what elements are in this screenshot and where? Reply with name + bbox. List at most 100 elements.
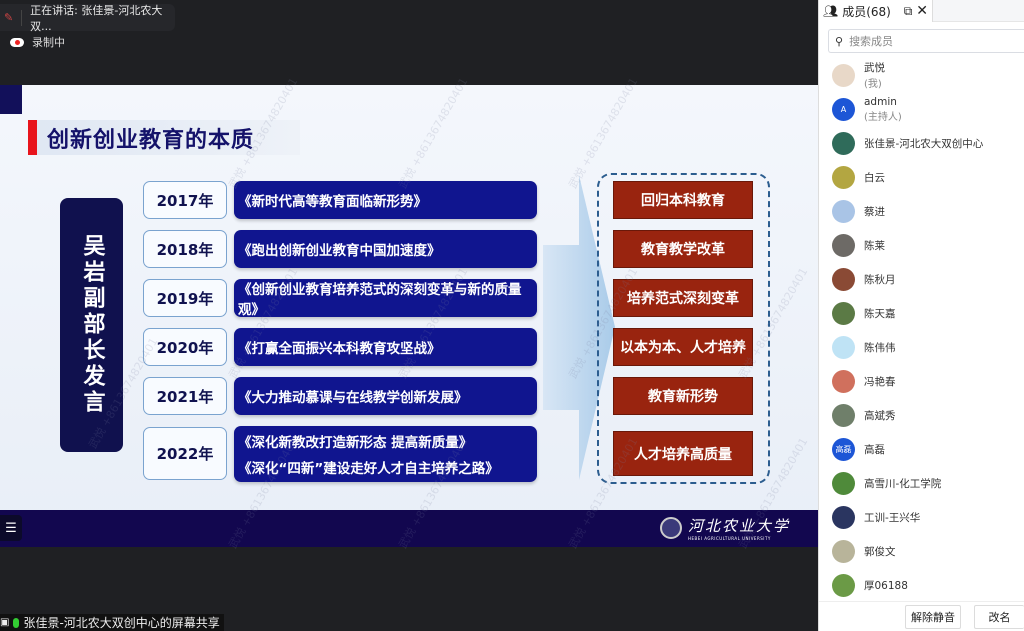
close-icon[interactable]: ✕ bbox=[916, 3, 928, 19]
member-name: 高斌秀 bbox=[864, 409, 896, 422]
essence-group bbox=[597, 173, 770, 484]
year-label: 2021年 bbox=[143, 377, 227, 415]
recording-label: 录制中 bbox=[32, 36, 65, 49]
member-item[interactable]: 陈伟伟 bbox=[819, 330, 1024, 364]
member-name: 张佳景-河北农大双创中心 bbox=[864, 137, 984, 150]
member-item[interactable]: 高雪川-化工学院 bbox=[819, 466, 1024, 500]
member-name: 武悦 bbox=[864, 62, 885, 74]
avatar bbox=[832, 301, 855, 325]
avatar bbox=[832, 369, 855, 393]
avatar bbox=[832, 403, 855, 427]
member-item[interactable]: 厚06188 bbox=[819, 568, 1024, 602]
university-seal-icon bbox=[659, 517, 682, 539]
member-item[interactable]: 蔡进 bbox=[819, 194, 1024, 228]
speaker-box: 吴岩副部长发言 bbox=[60, 198, 123, 452]
mic-icon bbox=[13, 617, 20, 628]
member-item[interactable]: 陈秋月 bbox=[819, 262, 1024, 296]
member-item[interactable]: 工训-王兴华 bbox=[819, 500, 1024, 534]
speech-title: 《大力推动慕课与在线教学创新发展》 bbox=[238, 390, 468, 406]
speech-title: 《打赢全面振兴本科教育攻坚战》 bbox=[238, 341, 441, 357]
member-item[interactable]: 陈莱 bbox=[819, 228, 1024, 262]
speech-title-box: 《跑出创新创业教育中国加速度》 bbox=[234, 230, 537, 268]
member-name: 陈莱 bbox=[864, 239, 885, 252]
speech-title-box: 《大力推动慕课与在线教学创新发展》 bbox=[234, 377, 537, 415]
essence-item: 培养范式深刻变革 bbox=[613, 279, 753, 317]
popout-icon[interactable]: ⧉ bbox=[903, 3, 913, 18]
member-name: 陈天嘉 bbox=[864, 307, 896, 320]
watermark: 武悦 +8613674820401 bbox=[396, 75, 471, 191]
essence-item: 人才培养高质量 bbox=[613, 431, 753, 476]
avatar bbox=[832, 539, 855, 563]
speech-title-box: 《深化新教改打造新形态 提高新质量》《深化“四新”建设走好人才自主培养之路》 bbox=[234, 426, 537, 482]
member-item[interactable]: 陈天嘉 bbox=[819, 296, 1024, 330]
speech-title-box: 《打赢全面振兴本科教育攻坚战》 bbox=[234, 328, 537, 366]
member-name: 冯艳春 bbox=[864, 375, 896, 388]
member-item[interactable]: 武悦 (我) bbox=[819, 58, 1024, 92]
member-search-input[interactable]: ⚲ 搜索成员 bbox=[828, 29, 1024, 53]
avatar: A bbox=[832, 97, 855, 121]
avatar: 高磊 bbox=[832, 437, 855, 461]
mic-muted-icon: ✎ bbox=[4, 11, 14, 24]
avatar bbox=[832, 165, 855, 189]
search-placeholder: 搜索成员 bbox=[849, 35, 894, 48]
member-name: 蔡进 bbox=[864, 205, 885, 218]
avatar bbox=[832, 505, 855, 529]
avatar bbox=[832, 573, 855, 597]
speech-title: 《深化新教改打造新形态 提高新质量》 bbox=[238, 435, 473, 451]
essence-item: 以本为本、人才培养 bbox=[613, 328, 753, 366]
unmute-button[interactable]: 解除静音 bbox=[905, 604, 961, 629]
avatar bbox=[832, 131, 855, 155]
speech-title-box: 《创新创业教育培养范式的深刻变革与新的质量观》 bbox=[234, 279, 537, 318]
avatar bbox=[832, 233, 855, 257]
essence-item: 回归本科教育 bbox=[613, 181, 753, 219]
avatar bbox=[832, 199, 855, 223]
avatar bbox=[832, 471, 855, 495]
member-item[interactable]: 白云 bbox=[819, 160, 1024, 194]
member-name: 陈伟伟 bbox=[864, 341, 896, 354]
screen-share-label: ▣ 张佳景-河北农大双创中心的屏幕共享 bbox=[0, 614, 224, 631]
rename-button[interactable]: 改名 bbox=[974, 604, 1024, 629]
member-name: admin bbox=[864, 95, 897, 108]
avatar bbox=[832, 267, 855, 291]
members-tab-label: 成员(68) bbox=[842, 4, 891, 19]
member-name: 陈秋月 bbox=[864, 273, 896, 286]
member-item[interactable]: 郭俊文 bbox=[819, 534, 1024, 568]
member-item[interactable]: 高磊高磊 bbox=[819, 432, 1024, 466]
member-item[interactable]: 高斌秀 bbox=[819, 398, 1024, 432]
member-name: 高磊 bbox=[864, 443, 885, 456]
logo-text: 河北农业大学 bbox=[687, 517, 790, 535]
member-role: (我) bbox=[864, 79, 882, 90]
divider bbox=[21, 9, 23, 26]
slide-menu-button[interactable]: ☰ bbox=[0, 515, 22, 541]
slide-title-bar: 创新创业教育的本质 bbox=[28, 120, 300, 155]
essence-item: 教育新形势 bbox=[613, 377, 753, 415]
year-label: 2019年 bbox=[143, 279, 227, 317]
speech-title: 《新时代高等教育面临新形势》 bbox=[238, 194, 427, 210]
year-label: 2017年 bbox=[143, 181, 227, 219]
avatar bbox=[832, 63, 855, 87]
member-item[interactable]: 张佳景-河北农大双创中心 bbox=[819, 126, 1024, 160]
tab-bar-empty bbox=[933, 0, 1024, 22]
speech-title: 《创新创业教育培养范式的深刻变革与新的质量观》 bbox=[238, 282, 522, 318]
member-name: 厚06188 bbox=[864, 579, 908, 592]
year-label: 2018年 bbox=[143, 230, 227, 268]
essence-item: 教育教学改革 bbox=[613, 230, 753, 268]
member-name: 白云 bbox=[864, 171, 885, 184]
tab-members[interactable]: 👥︎ 成员(68) ⧉ ✕ bbox=[819, 0, 933, 22]
presentation-slide: 创新创业教育的本质 吴岩副部长发言 2017年《新时代高等教育面临新形势》 201… bbox=[0, 76, 818, 551]
people-icon: 👥︎ bbox=[823, 4, 839, 18]
member-role: (主持人) bbox=[864, 111, 902, 123]
avatar bbox=[832, 335, 855, 359]
logo-subtext: HEBEI AGRICULTURAL UNIVERSITY bbox=[687, 536, 771, 541]
active-speaker-indicator: ✎ 正在讲话: 张佳景-河北农大双... bbox=[0, 4, 175, 33]
recording-indicator[interactable]: 录制中 bbox=[10, 34, 65, 50]
search-icon: ⚲ bbox=[835, 34, 844, 48]
speech-title: 《跑出创新创业教育中国加速度》 bbox=[238, 243, 441, 259]
member-name: 高雪川-化工学院 bbox=[864, 477, 942, 490]
member-item[interactable]: 冯艳春 bbox=[819, 364, 1024, 398]
year-label: 2022年 bbox=[143, 427, 227, 480]
